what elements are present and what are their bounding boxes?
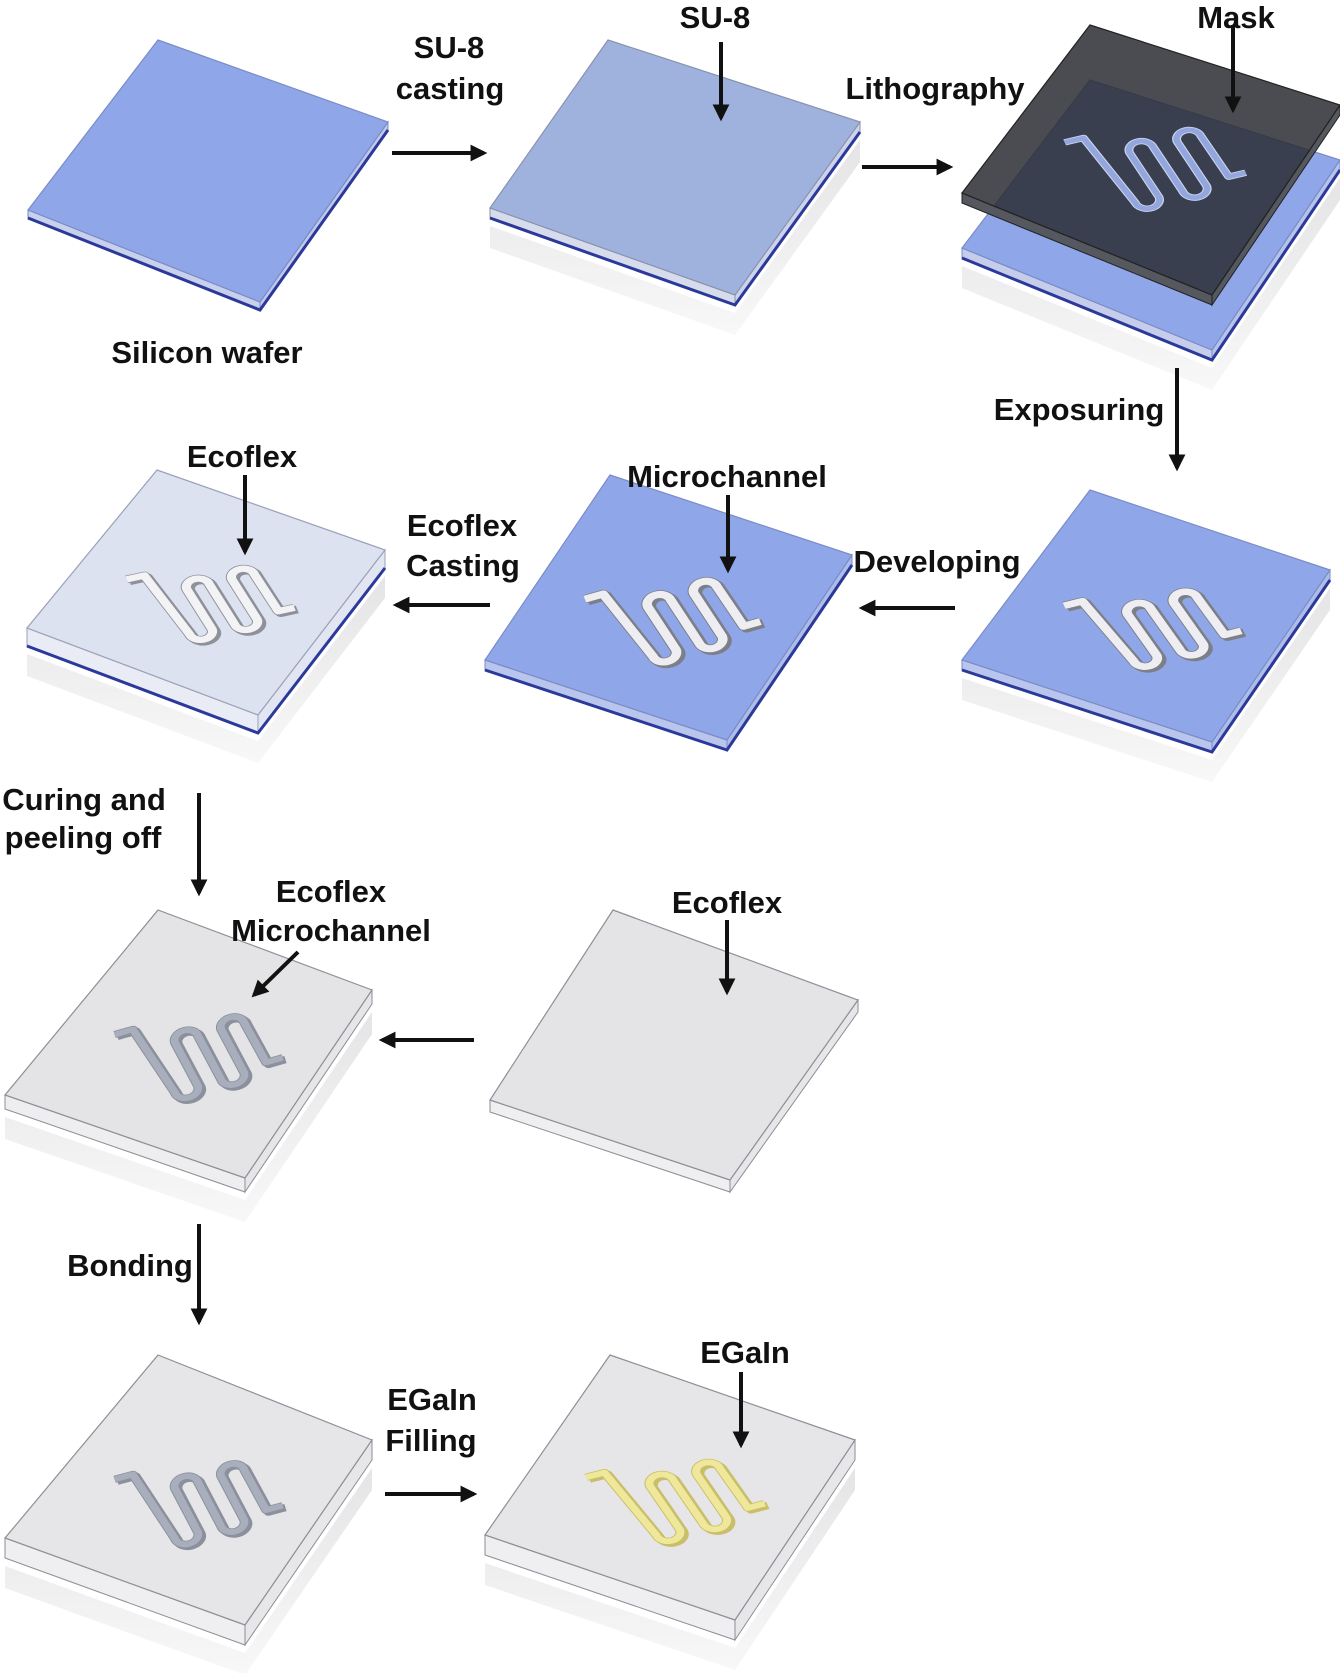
label-exposuring: Exposuring	[994, 392, 1165, 427]
plate-ecoflex	[489, 909, 859, 1194]
label-ecoflex-plain: Ecoflex	[672, 885, 783, 920]
plate-bonded	[3, 1354, 372, 1673]
label-ecoflex-casting-line2: Casting	[406, 548, 520, 583]
label-egain-filling-line2: Filling	[385, 1423, 476, 1458]
label-egain: EGaIn	[700, 1335, 790, 1370]
label-ecoflex-casting-line1: Ecoflex	[407, 508, 518, 543]
label-ecoflex-microchannel-line2: Microchannel	[231, 913, 431, 948]
plate-su8	[489, 39, 862, 335]
plate-egain	[484, 1355, 855, 1670]
label-lithography: Lithography	[845, 71, 1025, 106]
label-su8: SU-8	[680, 0, 751, 35]
label-silicon-wafer: Silicon wafer	[111, 335, 302, 370]
label-mask: Mask	[1197, 0, 1275, 35]
label-su8-casting-line1: SU-8	[414, 30, 485, 65]
plate-ecoflex-cast	[26, 470, 387, 763]
plate-developed	[961, 490, 1330, 782]
process-arrows	[190, 25, 1242, 1503]
process-plates	[3, 25, 1340, 1673]
plate-microchannel	[484, 475, 852, 750]
label-egain-filling-line1: EGaIn	[387, 1382, 477, 1417]
label-curing-line1: Curing and	[2, 782, 166, 817]
plate-ecoflex-microchannel	[3, 910, 372, 1222]
label-curing-line2: peeling off	[5, 820, 162, 855]
pointer-ecoflex-microchannel	[251, 950, 300, 998]
label-su8-casting-line2: casting	[396, 71, 505, 106]
process-labels: Silicon wafer SU-8 casting SU-8 Lithogra…	[2, 0, 1275, 1458]
label-ecoflex-top: Ecoflex	[187, 439, 298, 474]
label-ecoflex-microchannel-line1: Ecoflex	[276, 874, 387, 909]
label-developing: Developing	[853, 544, 1020, 579]
label-microchannel: Microchannel	[627, 459, 827, 494]
label-bonding: Bonding	[67, 1248, 193, 1283]
plate-silicon-wafer	[27, 39, 390, 312]
plate-lithography	[961, 25, 1340, 390]
